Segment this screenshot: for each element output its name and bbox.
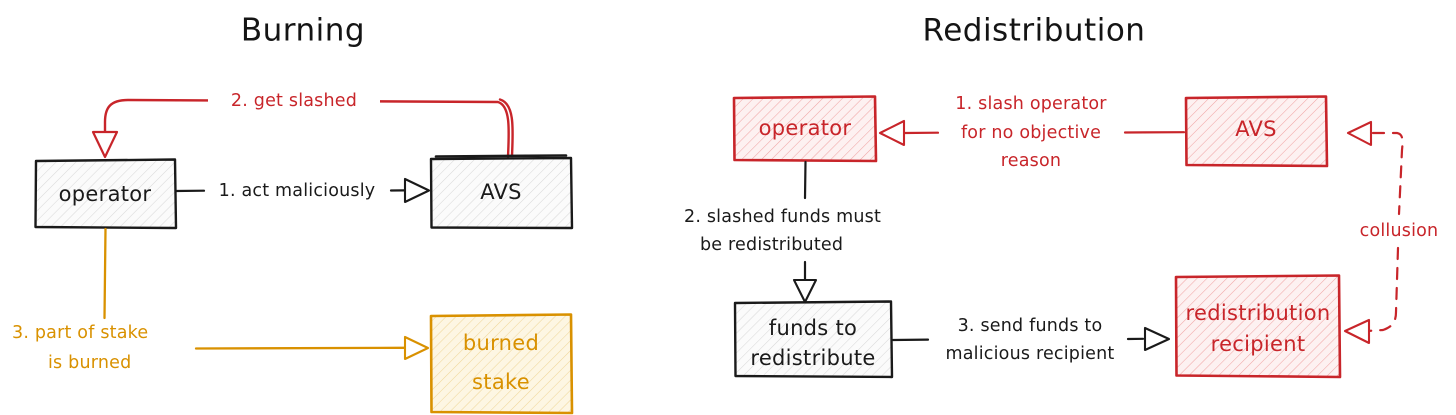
- node-operator-label: operator: [59, 182, 152, 206]
- edge-label-slash-operator-line3: reason: [1001, 151, 1061, 171]
- node-funds-to-redistribute[interactable]: funds to redistribute: [733, 300, 894, 379]
- node-recipient-label-line2: recipient: [1211, 332, 1306, 356]
- edge-label-act-maliciously: 1. act maliciously: [219, 181, 376, 201]
- node-operator-border: [34, 158, 178, 230]
- node-avs-top-accent: [434, 154, 568, 158]
- node-operator-red-label: operator: [759, 116, 852, 140]
- edge-label-part-of-stake-line1: 3. part of stake: [12, 323, 148, 343]
- edge-label-slashed-funds-line1: 2. slashed funds must: [684, 207, 881, 227]
- node-operator-redistribution[interactable]: operator: [732, 95, 878, 163]
- edge-get-slashed: 2. get slashed: [91, 90, 514, 159]
- edge-slashed-funds-redistributed: 2. slashed funds must be redistributed: [684, 160, 881, 304]
- edge-label-collusion: collusion: [1360, 221, 1439, 241]
- node-funds-border: [733, 300, 894, 379]
- edge-slash-operator: 1. slash operator for no objective reaso…: [878, 94, 1186, 171]
- node-avs-hatch: [431, 158, 572, 228]
- collusion-arrowhead-recipient: [1343, 318, 1371, 345]
- edge-label-bg-collusion: [1352, 219, 1448, 243]
- panel-title-burning: Burning: [241, 13, 365, 49]
- node-avs-red-border: [1184, 95, 1329, 168]
- node-operator-red-border: [732, 95, 878, 163]
- edge-label-send-funds-line2: malicious recipient: [945, 344, 1114, 364]
- node-redistribution-recipient[interactable]: redistribution recipient: [1174, 274, 1342, 379]
- node-funds-label-line2: redistribute: [750, 346, 875, 370]
- edge-part-of-stake-burned: 3. part of stake is burned: [12, 227, 430, 373]
- panel-title-redistribution: Redistribution: [923, 13, 1146, 49]
- panel-redistribution: Redistribution operator AVS 1. slash ope…: [684, 13, 1448, 379]
- collusion-arrowhead-avs: [1346, 120, 1373, 147]
- node-avs-border: [429, 156, 574, 230]
- node-recipient-border: [1174, 274, 1342, 379]
- edge-label-get-slashed: 2. get slashed: [231, 91, 357, 111]
- node-operator-hatch: [35, 159, 176, 228]
- node-avs-red-hatch: [1186, 96, 1327, 166]
- node-avs-red-label: AVS: [1235, 117, 1277, 141]
- edge-label-slashed-funds-line2: be redistributed: [700, 235, 843, 255]
- edge-label-slash-operator-line2: for no objective: [961, 123, 1101, 143]
- node-burned-stake[interactable]: burned stake: [429, 313, 574, 415]
- node-burned-stake-label-line2: stake: [472, 370, 530, 394]
- node-avs-burning[interactable]: AVS: [429, 154, 574, 230]
- node-avs-redistribution[interactable]: AVS: [1184, 95, 1329, 168]
- node-recipient-label-line1: redistribution: [1186, 301, 1331, 325]
- edge-act-maliciously: 1. act maliciously: [174, 177, 431, 204]
- node-burned-stake-border: [429, 313, 574, 415]
- panel-burning: Burning 2. get slashed operator AVS: [12, 13, 574, 415]
- node-burned-stake-label-line1: burned: [463, 331, 539, 355]
- node-funds-label-line1: funds to: [769, 316, 857, 340]
- node-operator-red-hatch: [734, 96, 876, 161]
- edge-label-send-funds-line1: 3. send funds to: [958, 316, 1103, 336]
- edge-send-funds-malicious: 3. send funds to malicious recipient: [891, 316, 1171, 364]
- node-avs-label: AVS: [480, 180, 522, 204]
- node-funds-hatch: [735, 301, 892, 377]
- edge-label-slash-operator-line1: 1. slash operator: [955, 94, 1107, 114]
- edge-label-part-of-stake-line2: is burned: [48, 353, 131, 373]
- node-burned-stake-hatch: [431, 314, 572, 413]
- edge-label-bg-get-slashed: [208, 90, 380, 112]
- edge-collusion: collusion: [1343, 120, 1448, 345]
- node-operator-burning[interactable]: operator: [34, 158, 178, 230]
- node-recipient-hatch: [1176, 275, 1340, 377]
